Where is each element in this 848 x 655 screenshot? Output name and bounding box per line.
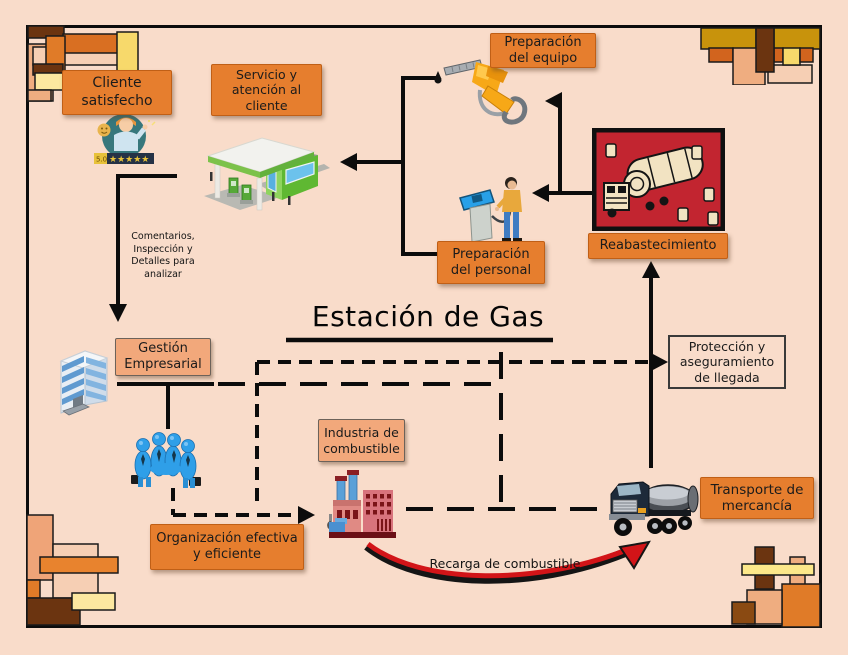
fuel-factory-icon xyxy=(327,470,396,538)
svg-text:5.0: 5.0 xyxy=(96,156,107,164)
satisfied-customer-icon: 5.0 ★★★★★ xyxy=(94,114,156,165)
diagram-title: Estación de Gas xyxy=(311,300,545,333)
recarga-annotation: Recarga de combustible xyxy=(429,556,581,571)
svg-text:★★★★★: ★★★★★ xyxy=(109,155,149,165)
gas-station-icon xyxy=(204,137,330,211)
box-reabastecimiento: Reabastecimiento xyxy=(588,233,728,259)
box-preparacion-equipo: Preparación del equipo xyxy=(490,33,596,68)
comentarios-annotation: Comentarios, Inspección y Detalles para … xyxy=(131,231,195,280)
tanker-truck-icon xyxy=(609,481,699,536)
box-industria-combustible: Industria de combustible xyxy=(318,419,405,462)
fuel-nozzle-icon xyxy=(434,59,528,125)
box-preparacion-personal: Preparación del personal xyxy=(437,241,545,284)
team-huddle-icon xyxy=(131,432,201,488)
box-cliente-satisfecho: Cliente satisfecho xyxy=(62,70,172,115)
corner-decoration-bottom-left xyxy=(26,514,119,626)
diagram-border xyxy=(26,25,822,628)
corner-decoration-top-right xyxy=(700,27,821,85)
box-servicio-atencion: Servicio y atención al cliente xyxy=(211,64,322,116)
corner-decoration-top-left xyxy=(27,25,139,102)
box-organizacion-efectiva: Organización efectiva y eficiente xyxy=(150,524,304,570)
office-building-icon xyxy=(59,350,109,416)
pump-attendant-icon xyxy=(459,177,522,243)
box-proteccion-llegada: Protección y aseguramiento de llegada xyxy=(668,335,786,389)
box-transporte-mercancia: Transporte de mercancía xyxy=(700,477,814,519)
box-gestion-empresarial: Gestión Empresarial xyxy=(115,338,211,376)
red-tanker-clipart-icon xyxy=(592,128,725,231)
corner-decoration-bottom-right xyxy=(731,546,821,628)
